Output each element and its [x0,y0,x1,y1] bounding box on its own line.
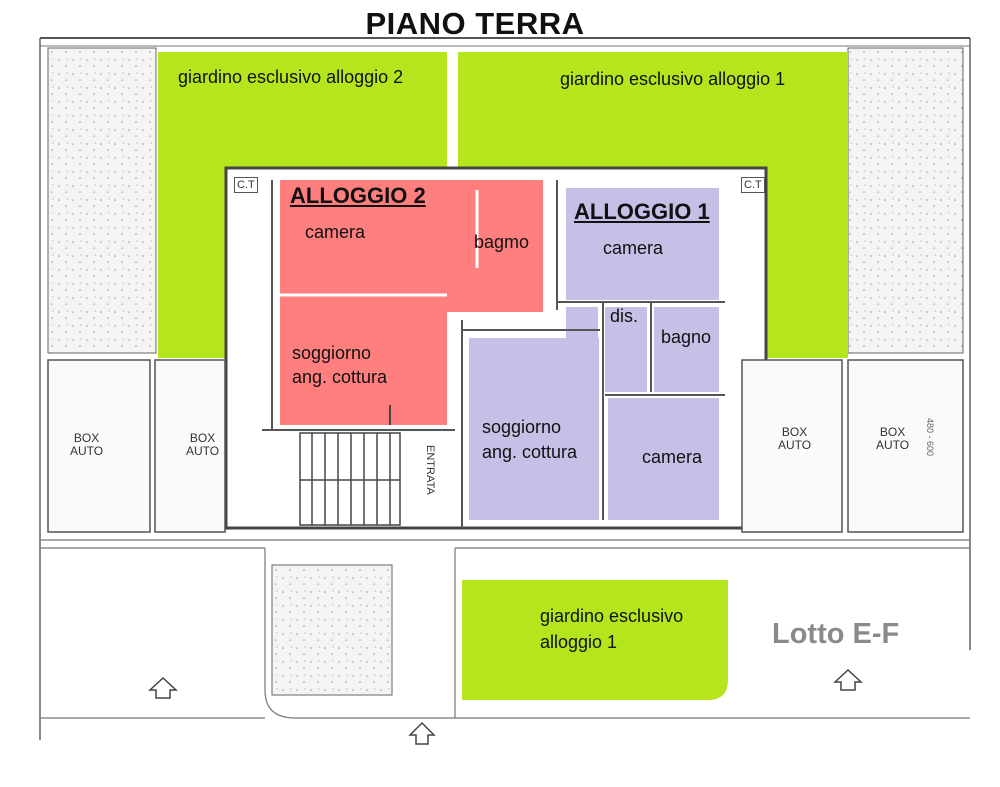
garden-alloggio1-bottom [462,580,728,700]
garden-a1-bottom-label-1: giardino esclusivo [540,606,684,626]
a1-dis-room [605,307,647,392]
garden-alloggio2-top [158,52,447,358]
a2-camera-label: camera [305,222,366,242]
front-yard [271,564,393,696]
a2-soggiorno-room [280,268,477,425]
garden-a1-bottom-label-2: alloggio 1 [540,632,618,652]
a2-camera-room [280,180,477,268]
a1-soggiorno-room [469,338,599,520]
right-yard [847,47,964,354]
a1-camera-top-label: camera [603,238,664,258]
a1-dis-label: dis. [610,306,639,326]
page-title: PIANO TERRA [365,6,585,41]
garden-a1-top-label: giardino esclusivo alloggio 1 [560,69,786,89]
garden-a2-top-label: giardino esclusivo alloggio 2 [178,67,404,87]
auto-text: AUTO [186,444,220,458]
arrows [148,668,863,745]
entrata-label: ENTRATA [424,445,436,495]
a2-soggiorno-label-1: soggiorno [292,343,372,363]
staircase [299,432,401,526]
ct-label-right: C.T [741,177,765,193]
box-auto-3 [741,359,843,533]
dimension-label: 480 - 600 [925,418,935,457]
a1-soggiorno-label-1: soggiorno [482,417,562,437]
building-outline [224,166,768,530]
box-auto-2 [154,359,226,533]
alloggio1-label: ALLOGGIO 1 [574,199,710,224]
a1-bagno-room [654,307,719,392]
a1-camera-top-room [566,188,719,300]
box-text: BOX [879,425,906,439]
box-text: BOX [781,425,808,439]
a2-bagmo-label: bagmo [474,232,530,252]
a1-soggiorno-label-2: ang. cottura [482,442,578,462]
alloggio2-label: ALLOGGIO 2 [290,183,426,208]
auto-text: AUTO [70,444,104,458]
auto-text: AUTO [876,438,910,452]
garden-alloggio1-top [458,52,848,358]
auto-text: AUTO [778,438,812,452]
left-yard [47,47,157,354]
a2-soggiorno-label-2: ang. cottura [292,367,388,387]
box-auto-4 [847,359,964,533]
box-text: BOX [73,431,100,445]
lotto-label: Lotto E-F [772,618,900,650]
ct-label-left: C.T [234,177,258,193]
a1-camera-bottom-room [608,398,719,520]
a1-camera-bottom-label: camera [642,447,703,467]
a2-bagmo-room [477,180,543,312]
a1-bagno-label: bagno [661,327,712,347]
box-text: BOX [189,431,216,445]
box-auto-1 [47,359,151,533]
